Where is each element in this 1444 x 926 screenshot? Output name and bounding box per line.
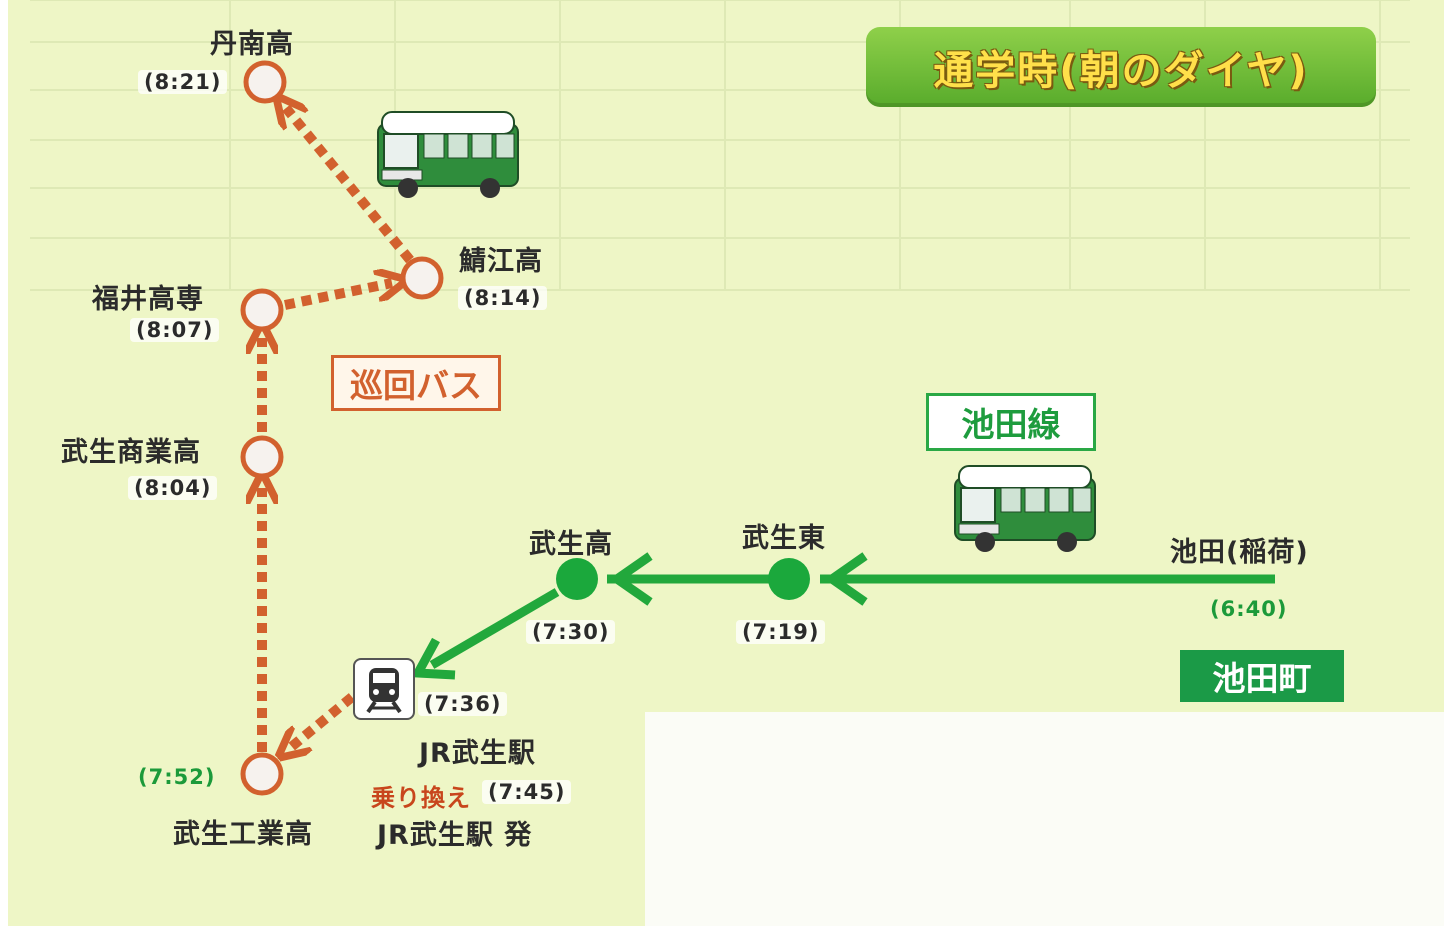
station-time-sabae: (8:14) xyxy=(458,286,548,310)
station-name-jr-takefu: JR武生駅 xyxy=(419,738,536,769)
station-marker-takefu-kogyo xyxy=(240,752,284,796)
station-name-takefu-shogyo: 武生商業高 xyxy=(61,437,201,468)
arrow-icon xyxy=(824,552,868,606)
station-name-takefu-kogyo: 武生工業高 xyxy=(173,819,313,850)
station-time-jr-takefu: (7:36) xyxy=(418,692,508,716)
schedule-title: 通学時(朝のダイヤ) xyxy=(933,48,1309,94)
transfer-label: 乗り換え xyxy=(371,784,471,812)
station-time-takefu-shogyo: (8:04) xyxy=(128,476,218,500)
ikeda-line-label: 池田線 xyxy=(961,405,1061,444)
train-icon xyxy=(353,658,415,720)
station-marker-tannan xyxy=(243,60,287,104)
station-name-takefu-high: 武生高 xyxy=(529,529,613,560)
station-name-takefu-east: 武生東 xyxy=(742,523,826,554)
station-marker-takefu-east xyxy=(768,558,810,600)
transfer-departure: JR武生駅 発 xyxy=(377,820,533,851)
station-time-takefu-kogyo: (7:52) xyxy=(138,765,216,789)
loop-bus-label-box: 巡回バス xyxy=(331,355,501,411)
bus-icon xyxy=(377,111,519,198)
arrow-icon xyxy=(410,637,456,680)
station-time-fukui-kosen: (8:07) xyxy=(130,318,220,342)
station-name-sabae: 鯖江高 xyxy=(459,246,543,277)
station-name-ikeda-inari: 池田(稲荷) xyxy=(1170,537,1309,568)
station-name-tannan: 丹南高 xyxy=(210,29,294,60)
ikeda-town-label-box: 池田町 xyxy=(1180,650,1344,702)
ikeda-town-label: 池田町 xyxy=(1212,659,1312,698)
arrow-icon xyxy=(609,552,653,606)
station-marker-takefu-high xyxy=(556,558,598,600)
route-segment-kosen-to-sabae xyxy=(283,283,392,310)
transfer-time: (7:45) xyxy=(482,780,572,804)
station-time-takefu-high: (7:30) xyxy=(526,620,616,644)
station-marker-sabae xyxy=(400,256,444,300)
station-name-fukui-kosen: 福井高専 xyxy=(92,284,204,315)
schedule-title-banner: 通学時(朝のダイヤ) xyxy=(866,27,1376,107)
ikeda-line-label-box: 池田線 xyxy=(926,393,1096,451)
ikeda-line-segment-3 xyxy=(429,588,560,669)
bus-icon xyxy=(954,465,1096,552)
station-marker-fukui-kosen xyxy=(240,288,284,332)
station-time-ikeda-inari: (6:40) xyxy=(1210,597,1288,621)
station-time-tannan: (8:21) xyxy=(138,70,228,94)
route-segment-jr-to-kogyo xyxy=(290,693,356,748)
station-time-takefu-east: (7:19) xyxy=(736,620,826,644)
station-marker-takefu-shogyo xyxy=(240,435,284,479)
loop-bus-label: 巡回バス xyxy=(350,366,482,405)
